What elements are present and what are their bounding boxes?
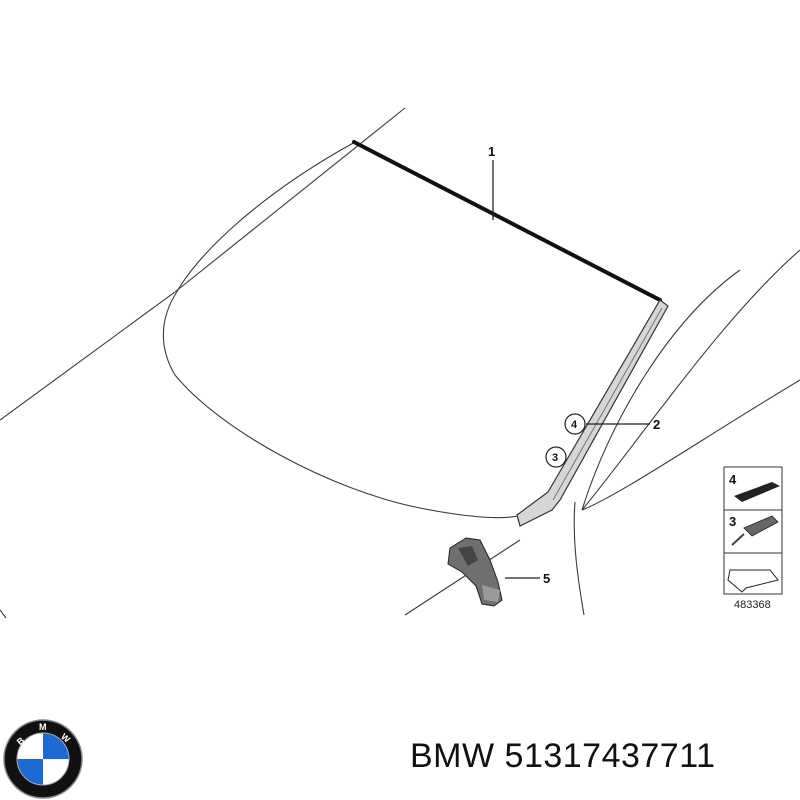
callout-2: 2 [653, 417, 660, 432]
circle-callout-4 [564, 413, 586, 435]
bmw-logo: B M W [3, 719, 83, 799]
windshield-top-trim [352, 140, 662, 302]
legend-item-4-icon [734, 482, 780, 502]
legend-item-3-tail [731, 533, 745, 546]
a-pillar-edge [573, 501, 585, 616]
callout-1: 1 [488, 144, 495, 159]
logo-letter-m: M [39, 722, 47, 732]
a-pillar-rear-line [581, 269, 741, 511]
circle-callout-3 [545, 446, 567, 468]
callout-5: 5 [543, 571, 550, 586]
a-pillar-trim [516, 299, 669, 527]
lower-left-tick [0, 609, 7, 619]
fender-line-lower [581, 379, 800, 511]
circle-callout-3-label: 3 [552, 452, 558, 464]
circle-callout-4-label: 4 [571, 419, 578, 431]
roof-line [0, 107, 406, 421]
legend-box: 4 3 [723, 466, 783, 595]
part-number-label: BMW 51317437711 [410, 737, 716, 775]
lower-bracket [447, 537, 503, 607]
logo-letter-b: B [15, 735, 27, 747]
reference-number: 483368 [734, 599, 771, 611]
hood-edge [404, 539, 521, 616]
fender-line [581, 249, 800, 511]
legend-item-3-icon [743, 515, 779, 537]
legend-item-3-number: 3 [729, 514, 736, 529]
a-pillar-trim-inner [552, 307, 663, 501]
legend-arrow-icon [727, 569, 779, 593]
windshield-outline [162, 141, 523, 519]
legend-item-4-number: 4 [729, 472, 737, 487]
